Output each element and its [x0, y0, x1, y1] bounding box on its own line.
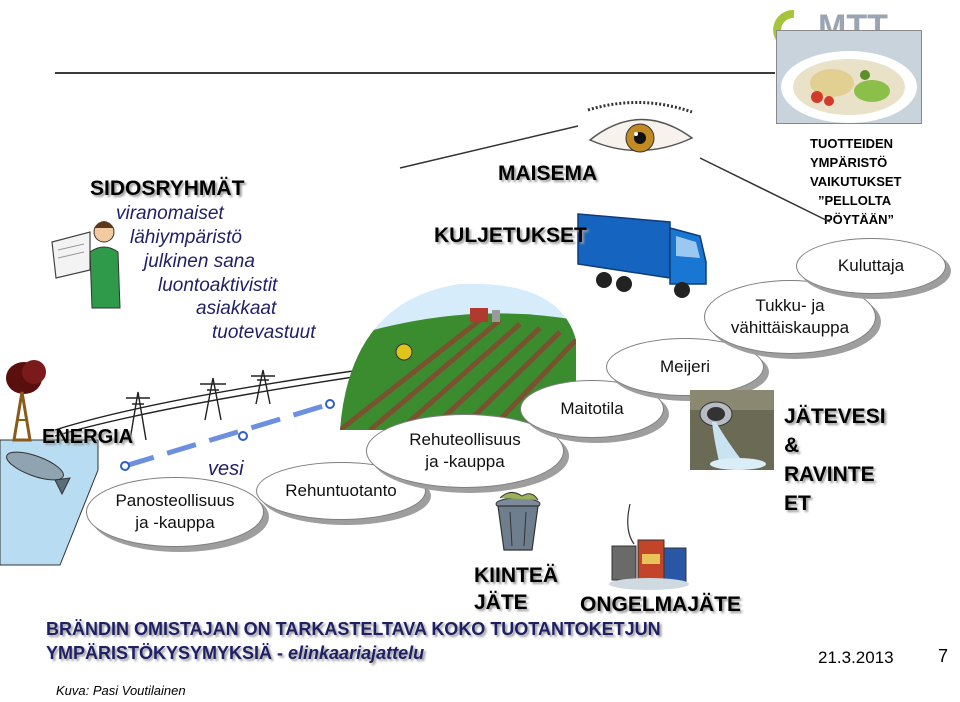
chain-node-label: Kuluttaja [837, 256, 905, 275]
image-credit: Kuva: Pasi Voutilainen [56, 683, 186, 698]
chain-node-label: ja -kauppa [425, 452, 505, 471]
chain-node-rehuteollisuus: Rehuteollisuus ja -kauppa [366, 414, 564, 488]
footer-statement-line2: YMPÄRISTÖKYSYMYKSIÄ - elinkaariajattelu [46, 643, 424, 664]
water-pipe-node [120, 461, 130, 471]
maisema-label: MAISEMA [498, 162, 598, 185]
slide-page-number: 7 [938, 646, 949, 666]
power-line-icon [54, 369, 361, 441]
jatevesi-line: & [784, 434, 800, 457]
impacts-heading-line: PÖYTÄÄN” [824, 212, 895, 227]
food-plate-photo [776, 30, 922, 124]
jatevesi-line: JÄTEVESI [784, 405, 886, 428]
chain-node-label: Tukku- ja [755, 296, 825, 315]
chain-node-label: Rehuntuotanto [285, 481, 397, 500]
hazardous-cans-illustration [604, 500, 694, 592]
factory-icon [6, 360, 46, 442]
trash-bin-icon [495, 492, 541, 551]
impacts-heading: TUOTTEIDEN YMPÄRISTÖ VAIKUTUKSET ”PELLOL… [810, 134, 901, 229]
footer-statement-prefix: YMPÄRISTÖKYSYMYKSIÄ - [46, 643, 289, 663]
chain-node-label: Panosteollisuus [115, 491, 235, 510]
impacts-heading-line: ”PELLOLTA [818, 193, 892, 208]
field-illustration [340, 280, 576, 430]
water-pipe-line [124, 401, 331, 469]
chain-node-label: ja -kauppa [135, 513, 215, 532]
stakeholder-item: asiakkaat [196, 298, 277, 319]
chain-node-panosteollisuus: Panosteollisuus ja -kauppa [86, 477, 264, 547]
chain-node-kuluttaja: Kuluttaja [796, 238, 946, 294]
reader-person-icon [51, 221, 121, 309]
truck-illustration [574, 208, 714, 300]
slide-date: 21.3.2013 [818, 648, 894, 667]
header-rule [55, 72, 775, 74]
eye-connector-line [399, 125, 579, 169]
kiintea-jate-label: KIINTEÄ JÄTE [474, 562, 558, 616]
chain-node-label: Maitotila [560, 399, 624, 418]
jatevesi-line: RAVINTE [784, 463, 875, 486]
stakeholder-item: lähiympäristö [130, 227, 242, 248]
chain-node-label: vähittäiskauppa [730, 318, 850, 337]
impacts-heading-line: YMPÄRISTÖ [810, 155, 888, 170]
impacts-heading-line: VAIKUTUKSET [810, 174, 902, 189]
stakeholder-item: julkinen sana [144, 251, 255, 272]
stakeholder-item: viranomaiset [116, 203, 224, 224]
chain-node-meijeri: Meijeri [606, 338, 764, 396]
stakeholder-item: luontoaktivistit [158, 275, 278, 296]
truck-icon [577, 213, 707, 298]
impacts-connector-line [699, 157, 831, 223]
eye-illustration [580, 100, 700, 162]
eye-icon [587, 100, 694, 153]
footer-statement-emphasis: elinkaariajattelu [288, 643, 425, 663]
outflow-pipe-icon [690, 390, 774, 470]
jatevesi-line: ET [784, 492, 811, 515]
stakeholders-title: SIDOSRYHMÄT [90, 177, 245, 200]
ongelmajate-label: ONGELMAJÄTE [580, 593, 742, 616]
fish-icon [6, 451, 71, 496]
chain-node-label: Meijeri [659, 357, 711, 376]
outflow-illustration [690, 390, 774, 470]
kuljetukset-label: KULJETUKSET [434, 224, 587, 247]
trash-bin-illustration [486, 490, 550, 554]
hazardous-cans-icon [609, 503, 689, 590]
water-pipe-node [325, 399, 335, 409]
vesi-label: vesi [208, 458, 244, 480]
energia-label: ENERGIA [42, 426, 134, 448]
kiintea-jate-line: JÄTE [474, 591, 528, 614]
chain-node-label: Rehuteollisuus [409, 430, 521, 449]
kiintea-jate-line: KIINTEÄ [474, 564, 558, 587]
reader-illustration [50, 212, 130, 312]
jatevesi-label: JÄTEVESI & RAVINTE ET [784, 402, 886, 518]
impacts-heading-line: TUOTTEIDEN [810, 136, 894, 151]
footer-statement-line1: BRÄNDIN OMISTAJAN ON TARKASTELTAVA KOKO … [46, 619, 661, 639]
field-icon [340, 283, 576, 430]
stakeholder-item: tuotevastuut [212, 322, 316, 343]
food-plate-icon [777, 31, 921, 123]
water-pipe-node [238, 431, 248, 441]
